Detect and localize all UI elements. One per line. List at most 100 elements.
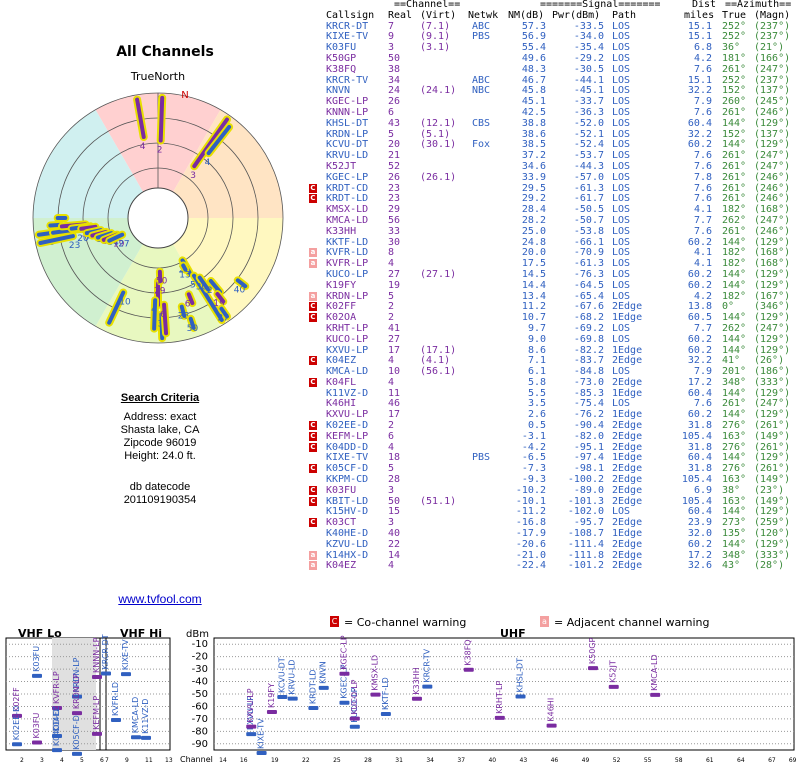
x-tick-label: 13	[165, 757, 173, 764]
signal-marker	[52, 706, 62, 711]
power-cell: -90.4	[573, 420, 604, 432]
magnetic-azimuth-cell: (129°)	[754, 452, 791, 464]
polar-bar	[235, 278, 248, 289]
real-cell: 2	[388, 312, 395, 324]
real-cell: 17	[388, 344, 401, 356]
miles-cell: 60.2	[687, 333, 712, 345]
path-cell: LOS	[612, 139, 631, 151]
miles-cell: 7.6	[693, 398, 712, 410]
network-cell: ABC	[472, 74, 491, 86]
signal-marker-label: K04DD-D	[52, 709, 61, 746]
real-cell: 2	[388, 420, 395, 432]
virt-cell: (24.1)	[420, 85, 457, 97]
polar-wedge	[33, 218, 158, 327]
uhf-title: UHF	[500, 628, 526, 640]
callsign-cell: K05CF-D	[326, 463, 369, 475]
x-tick-label: 31	[395, 757, 403, 764]
real-cell: 5	[388, 290, 395, 302]
path-cell: LOS	[612, 150, 631, 162]
magnetic-azimuth-cell: (261°)	[754, 441, 791, 453]
polar-wedge	[158, 218, 283, 327]
power-cell: -67.6	[573, 301, 604, 313]
magnetic-azimuth-cell: (247°)	[754, 150, 791, 162]
vhf-hi-title: VHF Hi	[120, 628, 162, 640]
polar-bar	[219, 306, 229, 319]
miles-cell: 31.8	[687, 420, 712, 432]
callsign-cell: K04EZ	[326, 560, 357, 572]
noise-margin-cell: 48.3	[521, 63, 546, 75]
signal-marker	[277, 694, 288, 699]
polar-bar	[206, 124, 232, 156]
magnetic-azimuth-cell: (149°)	[754, 495, 791, 507]
true-azimuth-cell: 144°	[722, 139, 747, 151]
path-cell: LOS	[612, 63, 631, 75]
polar-bar-label: 27	[218, 314, 229, 324]
magnetic-azimuth-cell: (247°)	[754, 63, 791, 75]
co-channel-warning-icon: C	[309, 464, 317, 474]
true-azimuth-cell: 0°	[722, 301, 735, 313]
x-tick-label: 9	[125, 757, 129, 764]
real-cell: 6	[388, 106, 395, 118]
real-cell: 46	[388, 398, 401, 410]
signal-marker	[287, 696, 298, 701]
miles-cell: 6.8	[693, 42, 712, 54]
noise-margin-cell: 9.0	[527, 333, 546, 345]
magnetic-azimuth-cell: (129°)	[754, 506, 791, 518]
signal-marker	[92, 731, 102, 736]
signal-marker-label: K03FU	[32, 646, 41, 672]
magnetic-azimuth-cell: (129°)	[754, 387, 791, 399]
search-criteria: Search Criteria Address: exact Shasta la…	[60, 392, 260, 507]
power-cell: -73.0	[573, 376, 604, 388]
virt-cell: (51.1)	[420, 495, 457, 507]
signal-marker-label: KHSL-DT	[516, 658, 525, 693]
true-azimuth-cell: 38°	[722, 484, 741, 496]
adjacent-channel-warning-icon: a	[309, 291, 317, 301]
noise-margin-cell: 56.9	[521, 31, 546, 43]
co-channel-warning-icon: C	[309, 485, 317, 495]
col-netwk: Netwk	[468, 9, 499, 21]
magnetic-azimuth-cell: (247°)	[754, 160, 791, 172]
true-azimuth-cell: 276°	[722, 420, 747, 432]
x-tick-label: 19	[271, 757, 279, 764]
miles-cell: 31.8	[687, 441, 712, 453]
path-cell: LOS	[612, 236, 631, 248]
signal-marker	[411, 696, 422, 701]
true-azimuth-cell: 144°	[722, 344, 747, 356]
noise-margin-cell: -3.1	[521, 430, 546, 442]
power-cell: -33.5	[573, 20, 604, 32]
miles-cell: 4.1	[693, 204, 712, 216]
magnetic-azimuth-cell: (168°)	[754, 204, 791, 216]
power-cell: -89.0	[573, 484, 604, 496]
co-channel-marker: C	[330, 616, 339, 627]
true-azimuth-cell: 261°	[722, 182, 747, 194]
noise-margin-cell: -10.1	[515, 495, 546, 507]
path-cell: LOS	[612, 85, 631, 97]
true-azimuth-cell: 43°	[722, 560, 741, 572]
criteria-city: Shasta lake, CA	[120, 424, 200, 436]
magnetic-azimuth-cell: (333°)	[754, 376, 791, 388]
miles-cell: 4.2	[693, 52, 712, 64]
signal-marker	[121, 672, 131, 677]
x-tick-label: 69	[789, 757, 797, 764]
power-cell: -102.0	[567, 506, 604, 518]
real-cell: 10	[388, 366, 401, 378]
polar-bar-label: 28	[178, 312, 190, 322]
true-azimuth-cell: 135°	[722, 528, 747, 540]
miles-cell: 60.2	[687, 409, 712, 421]
true-azimuth-cell: 41°	[722, 355, 741, 367]
miles-cell: 4.1	[693, 258, 712, 270]
callsign-cell: KMCA-LD	[326, 214, 369, 226]
polar-bar-label: 20	[77, 234, 89, 244]
path-cell: LOS	[612, 214, 631, 226]
real-cell: 24	[388, 85, 401, 97]
power-cell: -101.3	[567, 495, 604, 507]
tvfool-link[interactable]: www.tvfool.com	[118, 592, 202, 606]
criteria-address: Address: exact	[123, 411, 197, 423]
path-cell: LOS	[612, 106, 631, 118]
noise-margin-cell: 57.3	[521, 20, 546, 32]
signal-marker	[339, 671, 350, 676]
polar-bar	[135, 97, 146, 139]
miles-cell: 32.2	[687, 355, 712, 367]
magnetic-azimuth-cell: (129°)	[754, 279, 791, 291]
